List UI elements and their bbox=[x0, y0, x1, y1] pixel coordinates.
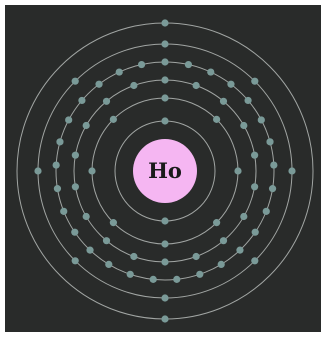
electron bbox=[71, 183, 79, 191]
electron bbox=[102, 237, 111, 245]
electron bbox=[227, 80, 235, 88]
electrons bbox=[34, 19, 296, 323]
electron bbox=[161, 240, 169, 248]
electron bbox=[109, 219, 117, 227]
electron bbox=[262, 207, 270, 215]
electron bbox=[268, 185, 277, 193]
electron bbox=[130, 81, 138, 90]
electron bbox=[71, 228, 79, 236]
electron bbox=[251, 183, 259, 191]
electron bbox=[161, 315, 169, 323]
electron bbox=[257, 116, 265, 124]
electron bbox=[219, 97, 228, 105]
electron bbox=[161, 19, 169, 27]
electron bbox=[71, 77, 79, 85]
electron bbox=[105, 260, 113, 268]
electron bbox=[86, 246, 94, 254]
electron bbox=[192, 252, 200, 261]
electron bbox=[161, 40, 169, 48]
electron bbox=[95, 80, 103, 88]
electron bbox=[244, 96, 252, 105]
electron bbox=[213, 115, 221, 123]
electron bbox=[161, 217, 169, 225]
electron bbox=[78, 96, 86, 105]
electron bbox=[71, 151, 79, 159]
electron bbox=[88, 167, 96, 175]
electron bbox=[34, 167, 42, 175]
electron bbox=[126, 270, 134, 278]
nucleus bbox=[133, 139, 197, 203]
electron bbox=[149, 275, 157, 283]
electron bbox=[130, 252, 138, 261]
electron bbox=[115, 68, 123, 76]
electron bbox=[82, 121, 90, 130]
element-symbol: Ho bbox=[148, 158, 182, 183]
electron bbox=[161, 76, 169, 84]
electron bbox=[196, 270, 204, 278]
electron bbox=[207, 68, 215, 76]
electron bbox=[53, 185, 62, 193]
electron bbox=[240, 212, 248, 221]
electron bbox=[251, 77, 259, 85]
electron bbox=[219, 237, 228, 245]
electron bbox=[102, 97, 111, 105]
electron bbox=[161, 258, 169, 266]
electron bbox=[109, 115, 117, 123]
electron bbox=[161, 294, 169, 302]
electron bbox=[251, 228, 259, 236]
electron bbox=[161, 58, 169, 66]
electron bbox=[173, 275, 181, 283]
electron bbox=[234, 167, 242, 175]
electron bbox=[137, 60, 146, 69]
electron bbox=[217, 260, 225, 268]
electron bbox=[82, 212, 90, 221]
electron bbox=[266, 138, 274, 146]
electron bbox=[161, 94, 169, 102]
electron bbox=[52, 161, 60, 169]
electron bbox=[184, 60, 193, 69]
electron bbox=[251, 257, 259, 265]
electron bbox=[236, 246, 244, 254]
electron bbox=[270, 161, 278, 169]
electron bbox=[240, 121, 248, 130]
electron bbox=[60, 207, 68, 215]
electron bbox=[251, 151, 259, 159]
electron bbox=[192, 81, 200, 90]
electron bbox=[213, 219, 221, 227]
electron bbox=[161, 117, 169, 125]
electron bbox=[65, 116, 73, 124]
electron bbox=[56, 138, 64, 146]
electron bbox=[288, 167, 296, 175]
electron bbox=[71, 257, 79, 265]
